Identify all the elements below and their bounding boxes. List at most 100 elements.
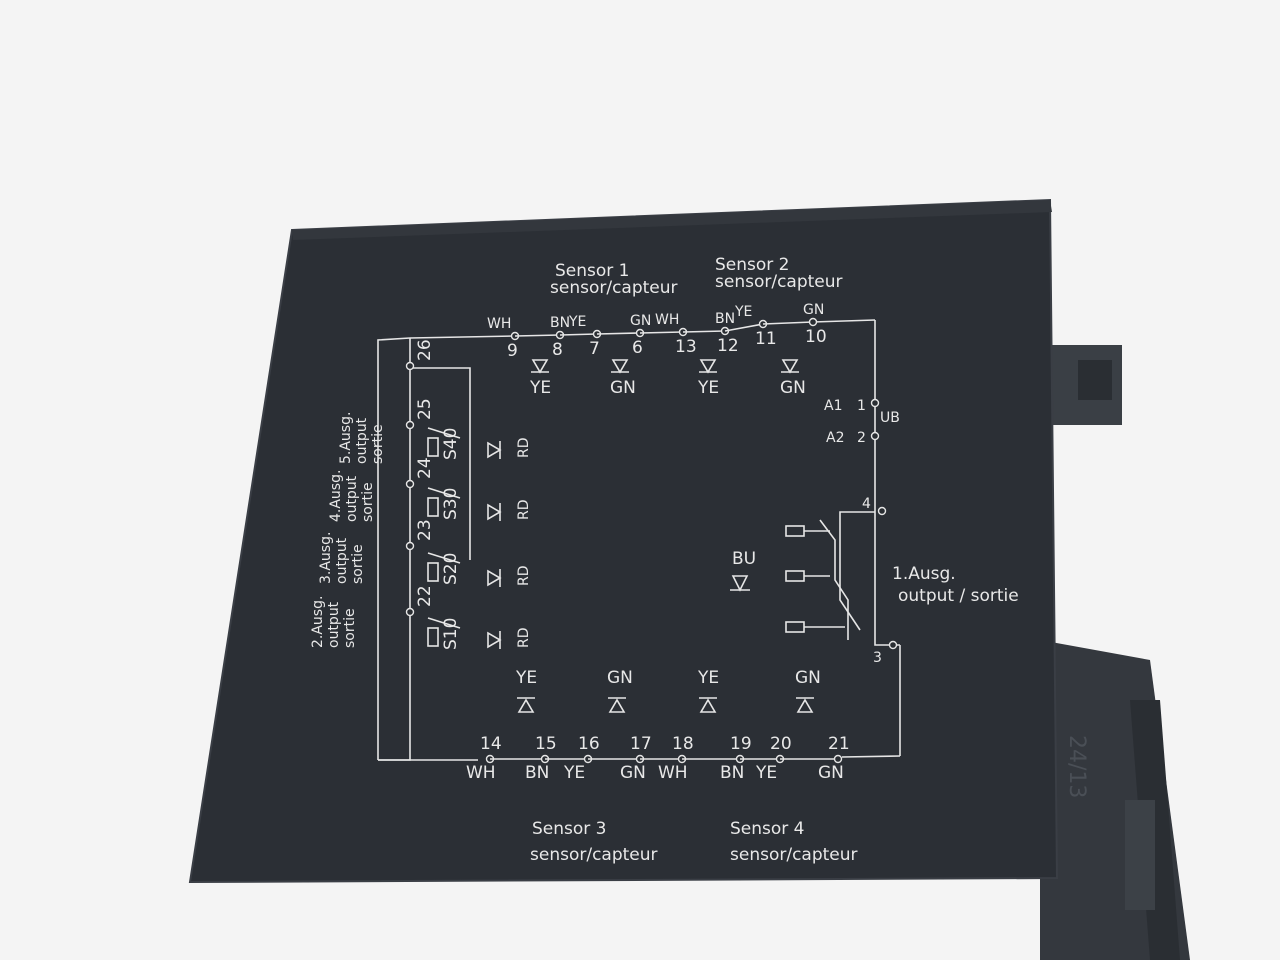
power-terminals: A1 1 A2 2 UB — [824, 398, 900, 446]
left-terminal-23 — [405, 541, 415, 551]
left-led-color: RD — [516, 437, 532, 458]
left-led-icon — [487, 503, 502, 521]
bottom-terminal-21 — [833, 754, 843, 764]
left-led-icon — [487, 631, 502, 649]
left-led-icon — [487, 569, 502, 587]
top-terminal-10 — [808, 317, 818, 327]
top-terminal-label: 10 — [805, 327, 827, 347]
bottom-wire-label: BN — [720, 763, 744, 783]
bottom-led-icon — [796, 698, 814, 713]
output-label: sortie — [342, 608, 358, 648]
left-led-color: RD — [516, 499, 532, 520]
sensor-2-title: Sensor 2 — [715, 255, 790, 275]
bottom-terminal-label: 21 — [828, 734, 850, 754]
top-wire-label: WH — [655, 312, 679, 328]
switch-label: S20 — [441, 553, 461, 585]
sensor-2-sub: sensor/capteur — [715, 272, 843, 292]
left-terminal-label: 25 — [415, 398, 435, 420]
bottom-wire-label: YE — [563, 763, 585, 783]
left-terminal-label: 26 — [415, 339, 435, 361]
output-label: sortie — [360, 482, 376, 522]
top-led-icon — [611, 359, 629, 374]
center-led: BU — [730, 549, 756, 592]
housing-front — [188, 198, 1059, 884]
output-label: 2.Ausg. — [310, 596, 326, 648]
bottom-led-color: YE — [697, 668, 719, 688]
top-wire-label: GN — [803, 302, 824, 318]
left-terminal-22 — [405, 607, 415, 617]
bottom-terminal-label: 18 — [672, 734, 694, 754]
output-label: sortie — [350, 544, 366, 584]
bottom-led-color: GN — [795, 668, 821, 688]
output-label: 3.Ausg. — [318, 532, 334, 584]
bottom-wire-label: GN — [620, 763, 646, 783]
left-terminal-25 — [405, 420, 415, 430]
top-wire-label: GN — [630, 313, 651, 329]
a2-label: A2 — [826, 430, 844, 446]
bottom-terminal-label: 19 — [730, 734, 752, 754]
output-label: sortie — [370, 424, 386, 464]
left-terminal-26 — [405, 361, 415, 371]
left-led-color: RD — [516, 565, 532, 586]
main-output-relay: 4 3 1.Ausg. output / sortie — [785, 496, 1019, 666]
top-terminal-label: 6 — [632, 338, 643, 358]
output-label: output — [344, 475, 360, 522]
left-terminal-block: 2625242322S40S30S20S10RDRDRDRD5.Ausg.out… — [310, 339, 532, 650]
bottom-wire-label: GN — [818, 763, 844, 783]
left-terminal-24 — [405, 479, 415, 489]
bottom-led-icon — [608, 698, 626, 713]
sensor-1-title: Sensor 1 — [555, 261, 630, 281]
din-rail-clip — [1040, 345, 1190, 960]
switch-label: S30 — [441, 488, 461, 520]
top-terminal-label: 13 — [675, 337, 697, 357]
bottom-led-color: YE — [515, 668, 537, 688]
top-wire-label: YE — [734, 304, 752, 320]
terminal-1-label: 1 — [857, 398, 866, 414]
sensor-4-title: Sensor 4 — [730, 819, 805, 839]
output-label: 4.Ausg. — [328, 470, 344, 522]
main-output-line1: 1.Ausg. — [892, 564, 956, 584]
left-terminal-label: 23 — [415, 519, 435, 541]
bottom-terminal-label: 14 — [480, 734, 502, 754]
bottom-wire-label: WH — [466, 763, 496, 783]
top-terminal-label: 7 — [589, 339, 600, 359]
top-led-color: GN — [780, 378, 806, 398]
top-led-icon — [531, 359, 549, 374]
top-wire-label: WH — [487, 316, 511, 332]
switch-label: S10 — [441, 618, 461, 650]
top-led-color: GN — [610, 378, 636, 398]
sensor-1-sub: sensor/capteur — [550, 278, 678, 298]
bottom-terminal-label: 15 — [535, 734, 557, 754]
circuit-outline — [377, 319, 901, 761]
top-led-color: YE — [529, 378, 551, 398]
terminal-3-label: 3 — [873, 650, 882, 666]
bottom-wire-label: BN — [525, 763, 549, 783]
ub-label: UB — [880, 410, 900, 426]
bottom-wire-label: WH — [658, 763, 688, 783]
terminal-4-label: 4 — [862, 496, 871, 512]
center-led-label: BU — [732, 549, 756, 569]
bottom-terminal-label: 16 — [578, 734, 600, 754]
a1-label: A1 — [824, 398, 842, 414]
left-led-icon — [487, 441, 502, 459]
left-led-color: RD — [516, 627, 532, 648]
output-label: output — [354, 417, 370, 464]
left-terminal-label: 22 — [415, 585, 435, 607]
main-output-line2: output / sortie — [898, 586, 1019, 606]
sensor-3-sub: sensor/capteur — [530, 845, 658, 865]
bottom-led-icon — [517, 698, 535, 713]
bottom-led-icon — [699, 698, 717, 713]
top-led-icon — [699, 359, 717, 374]
bottom-wire-label: YE — [755, 763, 777, 783]
output-label: output — [326, 601, 342, 648]
terminal-2-label: 2 — [857, 430, 866, 446]
top-wire-label: BN — [715, 311, 735, 327]
top-terminal-label: 12 — [717, 336, 739, 356]
top-wire-label: BN — [550, 315, 570, 331]
sensor-4-sub: sensor/capteur — [730, 845, 858, 865]
bottom-terminal-label: 17 — [630, 734, 652, 754]
output-label: 5.Ausg. — [338, 412, 354, 464]
